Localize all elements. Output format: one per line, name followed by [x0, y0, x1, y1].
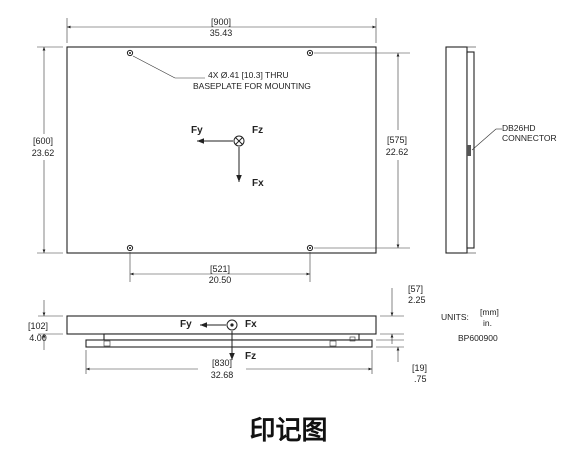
- units-mm: [mm]: [480, 307, 499, 317]
- top-view: [900] 35.43 [600] 23.62 [575] 22.62 [521…: [26, 17, 416, 285]
- base-width-dim-mm: [830]: [212, 358, 232, 368]
- units-in: in.: [483, 318, 492, 328]
- thickness-dim-mm: [102]: [28, 321, 48, 331]
- connector-label-line1: DB26HD: [502, 123, 536, 133]
- mounting-hole: [306, 244, 314, 252]
- hole-callout-line1: 4X Ø.41 [10.3] THRU: [208, 70, 289, 80]
- fx-label: Fx: [252, 178, 264, 189]
- front-view-baseplate: [85, 339, 373, 348]
- mounting-hole: [126, 49, 134, 57]
- height-dim-in: 23.62: [32, 148, 55, 158]
- height-dim-mm: [600]: [33, 136, 53, 146]
- side-view-plate: [445, 46, 468, 254]
- base-width-dim-in: 32.68: [211, 370, 234, 380]
- mounting-hole: [306, 49, 314, 57]
- fy-label: Fy: [180, 319, 192, 330]
- hole-callout-line2: BASEPLATE FOR MOUNTING: [193, 81, 311, 91]
- hole-spacing-y-in: 22.62: [386, 147, 409, 157]
- hole-spacing-y-mm: [575]: [387, 135, 407, 145]
- units-label: UNITS:: [441, 312, 469, 322]
- width-dim-in: 35.43: [210, 28, 233, 38]
- front-view: [102] 4.00 [57] 2.25 [19] .75 [830] 32.6…: [28, 284, 427, 384]
- units-block: UNITS: [mm] in. BP600900: [441, 307, 499, 343]
- db26hd-connector: [467, 145, 471, 156]
- caption: 印记图: [249, 416, 328, 446]
- part-number: BP600900: [458, 333, 498, 343]
- fz-label: Fz: [252, 125, 263, 136]
- fy-label: Fy: [191, 125, 203, 136]
- base-thickness-dim-in: .75: [414, 374, 427, 384]
- hole-spacing-x-in: 20.50: [209, 275, 232, 285]
- top-view-plate: [66, 46, 377, 254]
- mounting-hole: [126, 244, 134, 252]
- force-origin-symbol: [233, 135, 245, 147]
- thickness-dim-in: 4.00: [29, 333, 47, 343]
- fz-label: Fz: [245, 351, 256, 362]
- top-gap-dim-in: 2.25: [408, 295, 426, 305]
- width-dim-mm: [900]: [211, 17, 231, 27]
- top-gap-dim-mm: [57]: [408, 284, 423, 294]
- force-origin-symbol: [226, 319, 238, 331]
- base-thickness-dim-mm: [19]: [412, 363, 427, 373]
- hole-spacing-x-mm: [521]: [210, 264, 230, 274]
- connector-label-line2: CONNECTOR: [502, 133, 557, 143]
- fx-label: Fx: [245, 319, 257, 330]
- side-view: DB26HD CONNECTOR: [445, 46, 557, 254]
